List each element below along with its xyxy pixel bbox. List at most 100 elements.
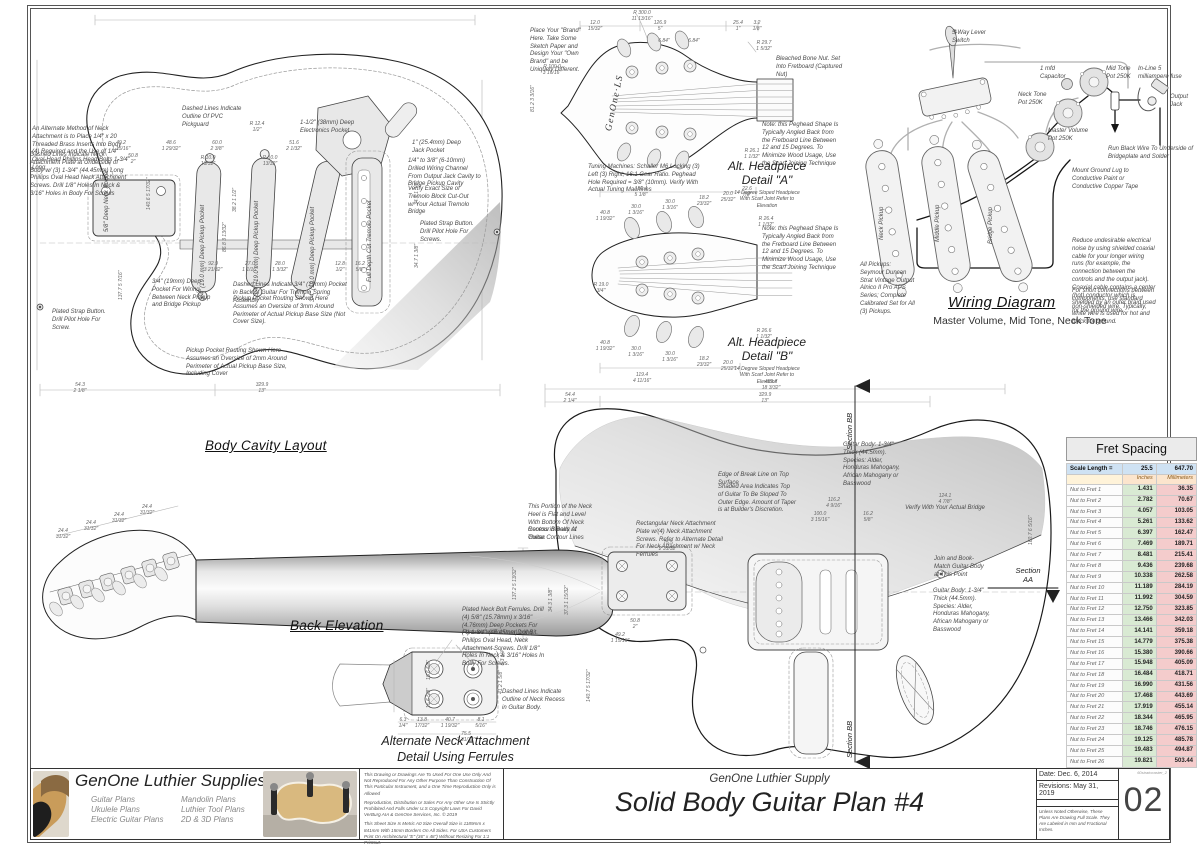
drawing-annotation: Plated Strap Button. Drill Pilot Hole Fo…	[52, 309, 106, 331]
taper-shading	[332, 202, 501, 370]
drawing-annotation: 1-1/2" (38mm) Deep Electronics Pocket	[300, 120, 355, 134]
drawing-annotation: Dashed Lines Indicate 3/4" (19mm) Pocket…	[233, 282, 347, 304]
tuners-back	[49, 551, 180, 617]
drawing-annotation: 1/4" to 3/8" (6-10mm) Drilled Wiring Cha…	[408, 158, 481, 188]
drawing-annotation: Dashed Lines Indicate Outline Of PVC Pic…	[182, 106, 242, 128]
drawing-annotation: 5-Way Lever Switch	[952, 30, 986, 44]
wiring-pickups	[865, 135, 1033, 297]
drawing-annotation: Pickup Pocket Routing Shown Here Assumes…	[233, 296, 346, 326]
view-title-neck-attachment: Alternate Neck Attachment Detail Using F…	[381, 734, 530, 764]
dimension-label: R 26.6 1 1/32"	[756, 328, 772, 340]
logo-plan-item: Luthier Tool Plans	[181, 805, 245, 814]
pickguard-outline	[101, 67, 489, 360]
dimension-label: 75.5 2 31/32"	[658, 540, 678, 552]
dimension-label: 41.2 1 5/8"	[498, 669, 504, 694]
drawing-annotation: Guitar Body: 1-3/4" Thick (44.5mm). Spec…	[843, 442, 900, 487]
drawing-annotation: Shaded Area Indicates Top of Guitar To B…	[718, 484, 796, 514]
drawing-annotation: Neck Pickup	[879, 206, 885, 240]
logo-photo-guitar-build	[263, 771, 357, 837]
dimension-label: 137.7 5 7/16"	[118, 270, 124, 300]
drawing-annotation: 1 mfd Capacitor	[1040, 66, 1066, 80]
logo-plan-item: Electric Guitar Plans	[91, 815, 164, 824]
drawing-annotation: Master Volume Pot 250K	[1048, 128, 1089, 142]
drawing-annotation: Dashed Lines Indicate Neck Attachment Pl…	[30, 152, 127, 197]
dimension-label: 22.6 7/8"	[742, 186, 752, 198]
dimension-label: 16.2 5/8"	[355, 261, 365, 273]
drawing-annotation: 3/4" (19.0 mm) Deep Pickup Pocket	[254, 200, 260, 296]
dimension-label: 3.2 1/8"	[752, 20, 762, 32]
capacitor	[1061, 78, 1073, 90]
pickup-cavities	[190, 149, 340, 301]
headpiece-a-drawing	[560, 13, 794, 176]
dimension-label: R 26.4 1 1/32"	[758, 216, 774, 228]
potentiometers	[1025, 67, 1109, 162]
drawing-annotation: Rectangular Neck Attachment Plate w/(4) …	[636, 521, 723, 559]
drawing-annotation: 3/4" (19.0 mm) Deep Pickup Pocket	[200, 204, 206, 300]
drawing-annotation: Master Volume, Mid Tone, Neck Tone	[933, 315, 1107, 327]
drawing-annotation: Bleached Bone Nut. Set Into Fretboard (C…	[776, 56, 843, 78]
dimension-label: 6.3 1/4"	[500, 648, 506, 666]
drawing-annotation: Note: this Peghead Shape Is Typically An…	[762, 226, 839, 271]
dimension-label: 15.6 5/8"	[426, 688, 432, 708]
drawing-annotation: Verify With Your Actual Bridge	[905, 505, 985, 511]
fret-units-row: Inches Millimeters	[1065, 473, 1198, 485]
dimension-label: R 10.0 13/32"	[200, 155, 216, 167]
dimension-label: 25.4 1"	[733, 20, 743, 32]
dimension-label: 40.7 1 19/32"	[440, 717, 460, 729]
logo-company-name: GenOne Luthier Supplies	[75, 771, 266, 790]
headstock-a-outline	[560, 41, 758, 176]
drawing-annotation: Join and Book-Match Guitar Body at This …	[934, 556, 984, 578]
drawing-annotation: Pickup Pocket Routing Shown Here Assumes…	[186, 348, 287, 378]
dimension-label: R 26.1 1 1/32"	[744, 148, 760, 160]
dimension-label: 24.4 31/32"	[139, 504, 155, 516]
title-block-info-cell: Date: Dec. 6, 2014 Revisions: May 31, 20…	[1036, 769, 1119, 839]
spring-cavity-extension	[793, 651, 829, 755]
dimension-label: 54.3 2 1/8"	[73, 382, 87, 394]
dimension-label: 49.2 1 15/16"	[111, 140, 131, 152]
drawing-annotation: All Pickups: Seymour Duncan Strat Vintag…	[860, 262, 915, 315]
drawing-annotation: Output Jack	[1170, 94, 1189, 108]
dimension-label: 13.8 17/32"	[414, 717, 430, 729]
dimension-label: 48.6 1 29/32"	[161, 140, 181, 152]
view-title-headpiece-b: Alt. Headpiece Detail "B"	[727, 335, 807, 363]
drawing-annotation: Dashed Lines Indicate Outline of Neck Re…	[502, 689, 565, 711]
body-cavity-drawing	[36, 14, 503, 397]
drawing-annotation: Section BB	[845, 720, 854, 758]
drawing-annotation: For short connections between components…	[1072, 288, 1155, 326]
legal-paragraph: This Sheet Size Is Metric A0 Size Overal…	[364, 821, 492, 845]
title-block-number-cell: 60stratocaster_2 02	[1118, 769, 1169, 839]
dimension-label: R 12.4 1/2"	[249, 121, 265, 133]
view-title-body-cavity-layout: Body Cavity Layout	[205, 438, 327, 453]
dimension-label: 51.6 2 1/32"	[286, 140, 302, 152]
dimension-label: 30.0 1 3/16"	[628, 204, 644, 216]
drawing-annotation: 14 Degree Sloped Headpiece With Scarf Jo…	[734, 366, 800, 385]
dimension-label: 30.0 1 3/16"	[628, 346, 644, 358]
drawing-annotation: Neck Tone Pot 250K	[1018, 92, 1047, 106]
dimension-label: 34.7 1 3/8"	[414, 180, 420, 205]
dimension-label: 8.1 5/16"	[475, 717, 487, 729]
drawing-annotation: Edge of Break Line on Top Surface	[718, 472, 789, 486]
dimension-label: 50.8 2"	[128, 153, 138, 165]
dimension-label: 329.9 13"	[758, 392, 772, 404]
dimension-label: 30.0 1 3/16"	[662, 199, 678, 211]
dimension-label: 75.5 2 31/32"	[456, 731, 476, 743]
dimension-label: 6.3 1/4"	[398, 717, 408, 729]
drawing-annotation: Middle Pickup	[935, 204, 941, 242]
